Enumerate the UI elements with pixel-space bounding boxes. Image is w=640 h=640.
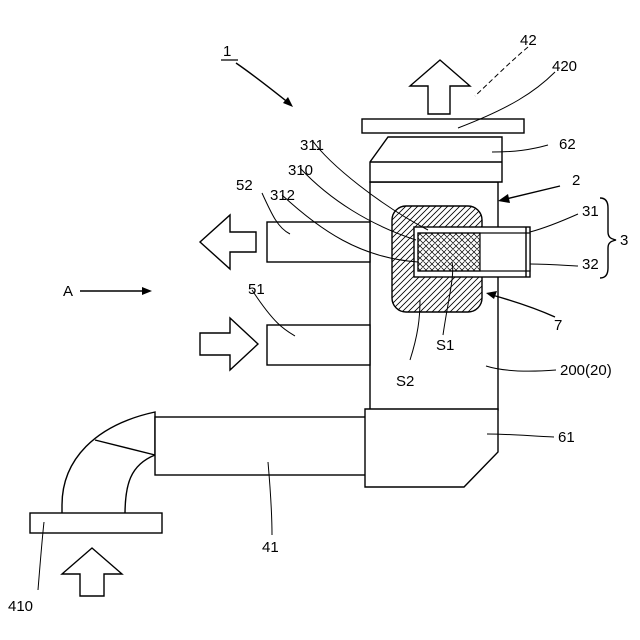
label-3: 3	[620, 232, 628, 249]
label-312: 312	[270, 187, 295, 204]
label-52: 52	[236, 177, 253, 194]
label-41: 41	[262, 539, 279, 556]
bracket-3	[600, 198, 616, 278]
inlet-arrow-icon	[200, 318, 258, 370]
label-42: 42	[520, 32, 537, 49]
label-51: 51	[248, 281, 265, 298]
label-31: 31	[582, 203, 599, 220]
label-311: 311	[300, 137, 324, 154]
label-310: 310	[288, 162, 313, 179]
label-200-20: 200(20)	[560, 362, 612, 379]
label-device-1: 1	[223, 43, 231, 60]
supply-pipe-41	[30, 412, 367, 533]
label-s2: S2	[396, 373, 414, 390]
outlet-arrow-icon	[200, 215, 256, 269]
label-a: A	[63, 283, 73, 300]
label-410: 410	[8, 598, 33, 615]
label-32: 32	[582, 256, 599, 273]
exhaust-arrow-icon	[410, 60, 470, 114]
label-2: 2	[572, 172, 580, 189]
label-s1: S1	[436, 337, 454, 354]
sensor-probe	[414, 227, 530, 277]
label-420: 420	[552, 58, 577, 75]
label-61: 61	[558, 429, 575, 446]
supply-arrow-icon	[62, 548, 122, 596]
label-62: 62	[559, 136, 576, 153]
label-7: 7	[554, 317, 562, 334]
side-pipes	[267, 222, 370, 365]
